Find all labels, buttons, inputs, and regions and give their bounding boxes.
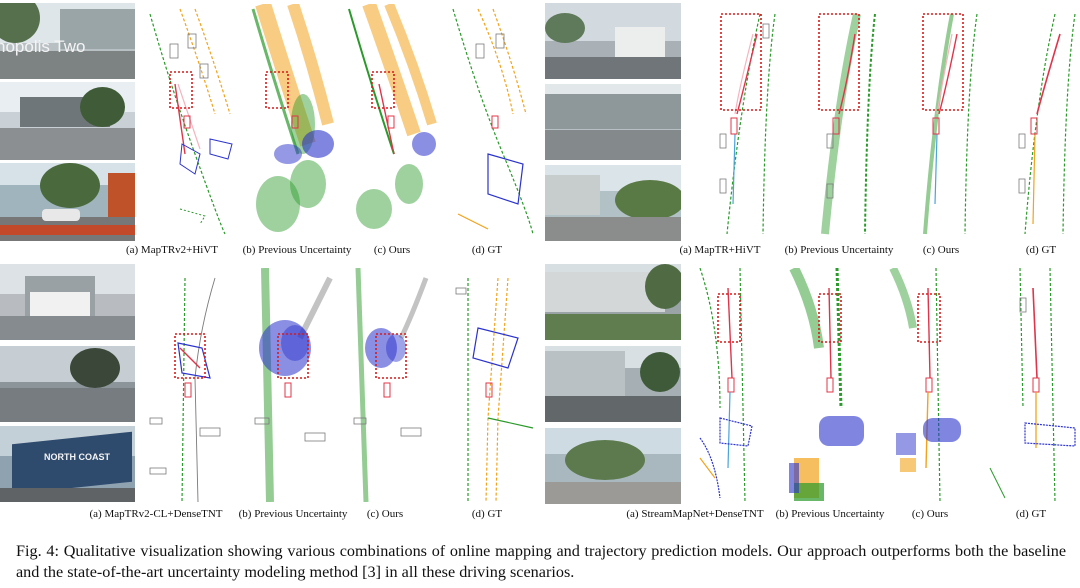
map-baseline (140, 4, 240, 240)
figure-label: Fig. 4: (16, 542, 59, 560)
subfigure-label-a: (a) MapTR+HiVT (679, 244, 761, 256)
map-baseline (140, 268, 235, 502)
panel-top-right: (a) MapTR+HiVT (b) Previous Uncertainty … (545, 0, 1080, 262)
camera-sign-text: nopolis Two (0, 37, 86, 56)
subfigure-label-a: (a) MapTRv2-CL+DenseTNT (89, 508, 223, 520)
subfigure-label-a: (a) StreamMapNet+DenseTNT (626, 508, 764, 520)
subfigure-label-c: (c) Ours (911, 508, 949, 520)
subfigure-label-c: (c) Ours (366, 508, 404, 520)
map-ground-truth (1005, 4, 1080, 240)
map-ground-truth (985, 268, 1080, 502)
figure-caption: Fig. 4: Qualitative visualization showin… (16, 541, 1066, 583)
map-ours (888, 268, 978, 502)
subfigure-label-d: (d) GT (1025, 244, 1057, 256)
map-ours (907, 4, 987, 240)
subfigure-label-b: (b) Previous Uncertainty (242, 244, 352, 256)
camera-image-left (0, 346, 135, 422)
camera-image-left (545, 346, 681, 422)
camera-image-front (545, 264, 681, 340)
map-ground-truth (448, 268, 540, 502)
camera-image-left (0, 82, 135, 160)
subfigure-label-c: (c) Ours (373, 244, 411, 256)
camera-image-right (545, 165, 681, 241)
subfigure-label-d: (d) GT (471, 508, 503, 520)
subfigure-label-b: (b) Previous Uncertainty (238, 508, 348, 520)
map-previous-uncertainty (807, 4, 887, 240)
camera-image-left (545, 84, 681, 160)
subfigure-label-d: (d) GT (1015, 508, 1047, 520)
camera-image-right (545, 428, 681, 504)
camera-image-front: nopolis Two (0, 3, 135, 79)
truck-sign-text: NORTH COAST (44, 452, 110, 462)
camera-image-front (545, 3, 681, 79)
subfigure-label-b: (b) Previous Uncertainty (784, 244, 894, 256)
subfigure-label-a: (a) MapTRv2+HiVT (125, 244, 219, 256)
map-ground-truth (448, 4, 538, 240)
panel-bottom-left: NORTH COAST (0, 262, 540, 524)
subfigure-label-d: (d) GT (471, 244, 503, 256)
map-previous-uncertainty (240, 268, 340, 502)
camera-image-right: NORTH COAST (0, 426, 135, 502)
map-baseline (705, 4, 785, 240)
map-previous-uncertainty (248, 4, 338, 240)
camera-image-front (0, 264, 135, 340)
map-baseline (690, 268, 785, 502)
panel-bottom-right: (a) StreamMapNet+DenseTNT (b) Previous U… (545, 262, 1080, 524)
map-ours (344, 4, 440, 240)
panel-top-left: nopolis Two (0, 0, 540, 262)
map-previous-uncertainty (789, 268, 879, 502)
subfigure-label-c: (c) Ours (922, 244, 960, 256)
camera-image-right (0, 163, 135, 241)
figure-caption-text: Qualitative visualization showing variou… (16, 542, 1067, 581)
subfigure-label-b: (b) Previous Uncertainty (775, 508, 885, 520)
map-ours (346, 268, 441, 502)
